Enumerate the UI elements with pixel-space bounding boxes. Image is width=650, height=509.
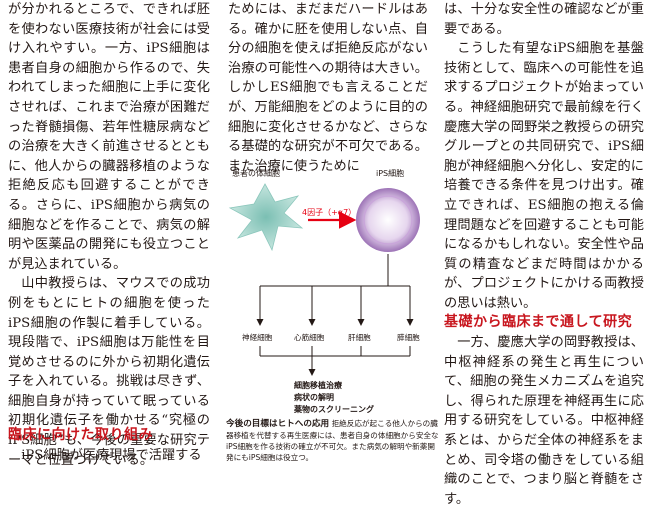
target-cardiomyocyte-label: 心筋細胞 <box>294 332 325 342</box>
article-column-left: が分かれるところで、できれば胚を使わない医療技術が社会には受け入れやすい。一方、… <box>8 0 210 470</box>
caption-title: 今後の目標はヒトへの応用 <box>226 419 330 429</box>
paragraph: 山中教授らは、マウスでの成功例をもとにヒトの細胞を使ったiPS細胞の作製に着手し… <box>8 276 210 468</box>
ips-cell-inner-ring <box>363 195 413 245</box>
application-label: 病状の解明 <box>294 392 334 402</box>
article-column-right: は、十分な安全性の確認などが重要である。 こうした有望なiPS細胞を基盤技術とし… <box>444 0 644 314</box>
target-pancreatic-label: 膵細胞 <box>397 332 420 342</box>
paragraph: iPS細胞が医療現場で活躍する <box>21 448 202 463</box>
ips-cell-diagram: 患者の体細胞 iPS細胞 4因子（+α7） 神経細胞 心筋細胞 肝細胞 膵細胞 … <box>228 168 420 414</box>
section-heading: 臨床に向けた取り組み <box>8 427 153 443</box>
paragraph: 一方、慶應大学の岡野教授は、中枢神経系の発生と再生について、細胞の発生メカニズム… <box>444 335 644 507</box>
article-column-middle: ためには、まだまだハードルはある。確かに胚を使用しない点、自分の細胞を使えば拒絶… <box>228 0 428 176</box>
ips-cell-shape <box>356 188 420 252</box>
paragraph: こうした有望なiPS細胞を基盤技術として、臨床への可能性を追求するプロジェクトが… <box>444 41 644 311</box>
factor-label: 4因子（+α7） <box>302 208 356 217</box>
paragraph: は、十分な安全性の確認などが重要である。 <box>444 2 644 37</box>
paragraph: ためには、まだまだハードルはある。確かに胚を使用しない点、自分の細胞を使えば拒絶… <box>228 2 428 174</box>
caption-body: 拒絶反応が起こる他人からの臓器移植を代替する再生医療には、患者自身の体細胞から安… <box>226 419 439 462</box>
application-label: 薬物のスクリーニング <box>293 404 374 414</box>
patient-cell-label: 患者の体細胞 <box>232 168 280 178</box>
application-label: 細胞移植治療 <box>294 380 343 390</box>
patient-cell-shape <box>228 183 304 252</box>
target-hepatocyte-label: 肝細胞 <box>348 332 371 342</box>
target-neuron-label: 神経細胞 <box>242 332 273 342</box>
paragraph: が分かれるところで、できれば胚を使わない医療技術が社会には受け入れやすい。一方、… <box>8 2 210 272</box>
section-heading: 基礎から臨床まで通して研究 <box>444 314 633 330</box>
figure-caption: 今後の目標はヒトへの応用 拒絶反応が起こる他人からの臓器移植を代替する再生医療に… <box>226 418 440 463</box>
ips-cell-label: iPS細胞 <box>376 168 404 178</box>
